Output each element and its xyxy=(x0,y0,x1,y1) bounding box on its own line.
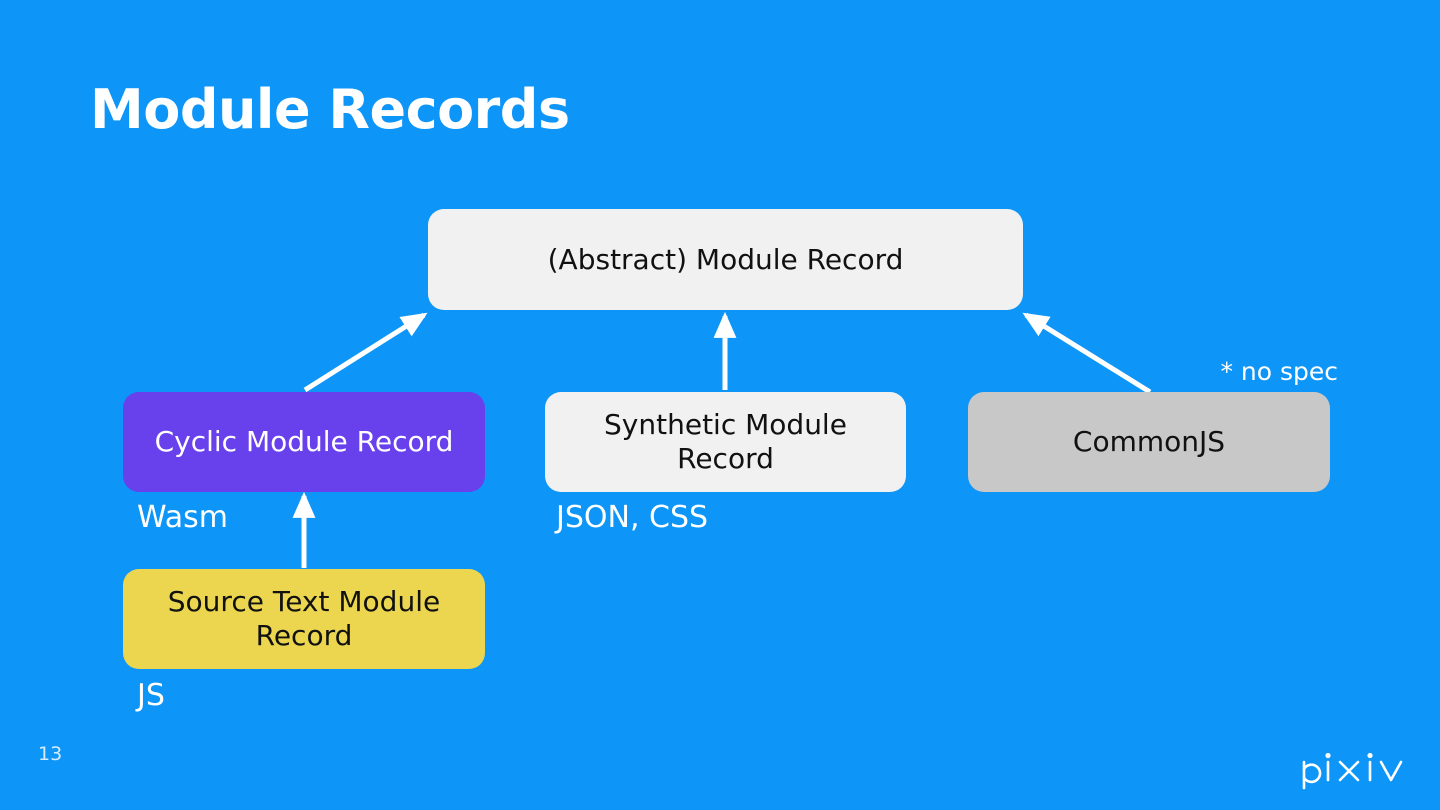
caption-cyclic-module-record: Wasm xyxy=(137,500,228,535)
node-label: Source Text Module Record xyxy=(167,585,441,652)
node-synthetic-module-record: Synthetic Module Record xyxy=(545,392,906,492)
edge-commonjs-to-abstract xyxy=(1022,312,1152,395)
page-number: 13 xyxy=(38,743,63,765)
annotation-no-spec: * no spec xyxy=(1220,357,1338,386)
node-source-text-module-record: Source Text Module Record xyxy=(123,569,485,669)
caption-source-text-module-record: JS xyxy=(137,678,165,713)
node-label: (Abstract) Module Record xyxy=(547,242,904,276)
node-label: Synthetic Module Record xyxy=(604,408,847,475)
node-label: CommonJS xyxy=(1072,425,1226,459)
node-label: Cyclic Module Record xyxy=(154,425,454,459)
pixiv-logo xyxy=(1302,752,1403,790)
edge-cyclic-to-abstract xyxy=(303,312,428,393)
node-cyclic-module-record: Cyclic Module Record xyxy=(123,392,485,492)
node-abstract-module-record: (Abstract) Module Record xyxy=(428,209,1023,310)
page-title: Module Records xyxy=(90,78,570,141)
node-commonjs: CommonJS xyxy=(968,392,1330,492)
caption-synthetic-module-record: JSON, CSS xyxy=(556,500,709,535)
